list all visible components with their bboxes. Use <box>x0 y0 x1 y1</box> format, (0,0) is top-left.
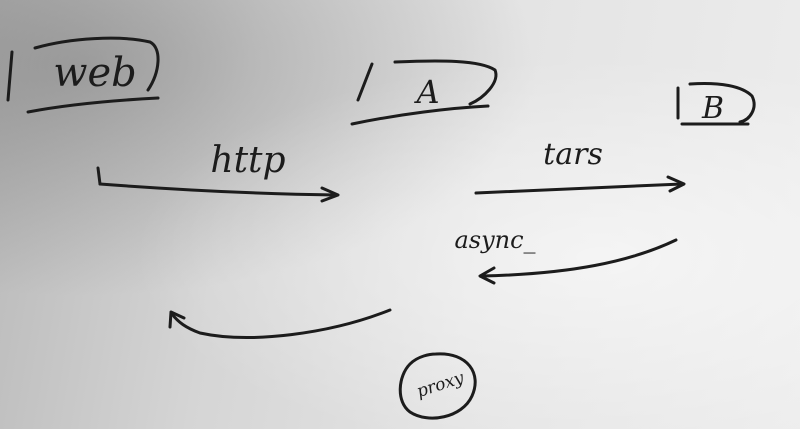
node-a-label: A <box>413 73 439 111</box>
node-a-frame <box>393 59 498 106</box>
edge-a-to-web-line <box>170 308 392 339</box>
edge-b-to-a-line <box>480 238 678 278</box>
node-a-underline <box>350 104 490 126</box>
edge-a-to-b-line <box>474 182 684 195</box>
edge-web-to-a-start-tick <box>96 166 102 186</box>
node-a-left-bar <box>356 62 374 102</box>
node-b: B <box>676 82 756 126</box>
edge-web-to-a-label: http <box>210 140 285 181</box>
node-proxy-label: proxy <box>414 368 467 402</box>
edge-a-to-web-arrowhead <box>168 310 186 329</box>
node-web-underline <box>26 96 160 114</box>
node-b-label: B <box>701 91 724 126</box>
node-web-label: web <box>53 50 137 96</box>
edge-a-to-b-arrowhead <box>666 175 686 193</box>
edge-b-to-a: async_ <box>454 226 678 285</box>
node-web-frame <box>33 36 160 92</box>
edge-a-to-web <box>168 308 392 339</box>
node-proxy-circle <box>398 352 477 420</box>
edge-a-to-b: tars <box>474 137 686 195</box>
node-web: web <box>6 36 160 114</box>
edge-web-to-a-line <box>98 182 338 197</box>
edge-b-to-a-label: async_ <box>454 226 535 254</box>
node-proxy: proxy <box>398 352 477 420</box>
node-web-left-bar <box>6 50 14 102</box>
node-a: A <box>350 59 498 126</box>
edge-web-to-a-arrowhead <box>320 186 340 203</box>
edge-b-to-a-arrowhead <box>478 266 496 285</box>
node-b-frame <box>688 82 756 124</box>
edge-a-to-b-label: tars <box>543 137 603 172</box>
edge-web-to-a: http <box>96 140 340 203</box>
